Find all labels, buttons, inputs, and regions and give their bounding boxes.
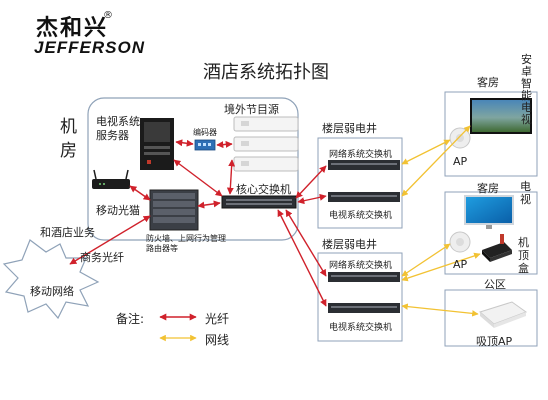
room2-ap-icon <box>449 231 471 253</box>
fiber-modem-firewall <box>129 185 151 201</box>
set-top-box-icon <box>482 234 512 262</box>
smart-tv-icon <box>470 98 532 134</box>
net-floor2-ceiling-ap <box>401 303 479 317</box>
public-area-box <box>444 289 538 347</box>
fiber-core-floor1-tv <box>297 193 327 205</box>
machine-room-label-1: 机 <box>60 117 77 137</box>
fiber-server-core <box>173 159 223 197</box>
firewall-label-2: 路由器等 <box>146 244 178 253</box>
room-2-tv-label: 电视 <box>520 180 531 206</box>
tv-server-label-2: 服务器 <box>96 129 129 142</box>
fiber-firewall-mobile <box>69 215 151 265</box>
fiber-encoder-source <box>216 140 233 149</box>
external-source-label: 境外节目源 <box>224 103 279 116</box>
net-floor1-tv <box>401 125 471 197</box>
net-floor2-stb <box>401 252 481 282</box>
net-floor2-ap <box>401 243 451 277</box>
floor1-tv-switch-icon <box>328 192 400 202</box>
firewall-label-1: 防火墙、上网行为管理 <box>146 234 226 243</box>
floor-well-2-tv-switch-label: 电视系统交换机 <box>329 323 393 333</box>
network-links <box>401 125 481 317</box>
encoder-icon <box>194 139 216 151</box>
core-switch-icon <box>221 195 297 209</box>
legend-fiber-label: 光纤 <box>205 312 230 326</box>
legend-network-label: 网线 <box>205 333 230 347</box>
room-1-ap-label: AP <box>453 155 468 168</box>
floor-well-2-title: 楼层弱电井 <box>322 238 377 251</box>
floor1-net-switch-icon <box>328 160 400 170</box>
mobile-network-label: 移动网络 <box>30 285 74 298</box>
room-box-2 <box>444 191 538 275</box>
room-1-tv-label: 安卓智能电视 <box>521 53 532 126</box>
fiber-source-core <box>226 159 236 195</box>
floor-well-2-net-switch-label: 网络系统交换机 <box>329 261 393 271</box>
room1-ap-icon <box>449 127 471 149</box>
room-2-ap-label: AP <box>453 258 468 271</box>
fiber-core-floor1-net <box>295 165 327 199</box>
fiber-links <box>69 139 327 307</box>
floor-well-1-title: 楼层弱电井 <box>322 122 377 135</box>
core-switch-label: 核心交换机 <box>236 183 291 196</box>
floor2-tv-switch-icon <box>328 303 400 313</box>
public-area-title: 公区 <box>484 278 506 291</box>
ceiling-ap-icon <box>478 301 528 328</box>
net-floor1-ap <box>401 139 451 165</box>
room-2-stb-label: 机顶盒 <box>518 236 529 275</box>
floor-well-1-net-switch-label: 网络系统交换机 <box>329 150 393 160</box>
mobile-modem-icon <box>92 169 130 189</box>
legend-title: 备注: <box>116 312 145 326</box>
tv-server-label-1: 电视系统 <box>96 115 140 128</box>
brand-logo-cn: 杰和兴 <box>36 15 109 41</box>
external-source-icon <box>233 116 299 172</box>
mobile-modem-label: 移动光猫 <box>96 204 140 217</box>
fiber-server-encoder <box>175 139 194 147</box>
machine-room-label-2: 房 <box>60 141 77 161</box>
brand-registered-mark: ® <box>103 10 113 21</box>
encoder-label: 编码器 <box>193 128 217 137</box>
tv-server-icon <box>140 118 174 170</box>
floor-well-1-tv-switch-label: 电视系统交换机 <box>329 211 393 221</box>
room-1-title: 客房 <box>477 76 499 89</box>
firewall-chassis-icon <box>149 189 199 231</box>
fiber-firewall-core <box>197 200 221 209</box>
room-2-title: 客房 <box>477 182 499 195</box>
brand-logo-en: JEFFERSON <box>34 38 146 57</box>
hotel-business-label: 和酒店业务 <box>40 226 95 239</box>
ceiling-ap-label: 吸顶AP <box>476 335 513 348</box>
tv-icon <box>464 195 514 229</box>
diagram-title: 酒店系统拓扑图 <box>203 62 329 83</box>
floor2-net-switch-icon <box>328 272 400 282</box>
business-fiber-label: 商务光纤 <box>80 251 124 264</box>
fiber-core-floor2-tv <box>277 209 327 307</box>
